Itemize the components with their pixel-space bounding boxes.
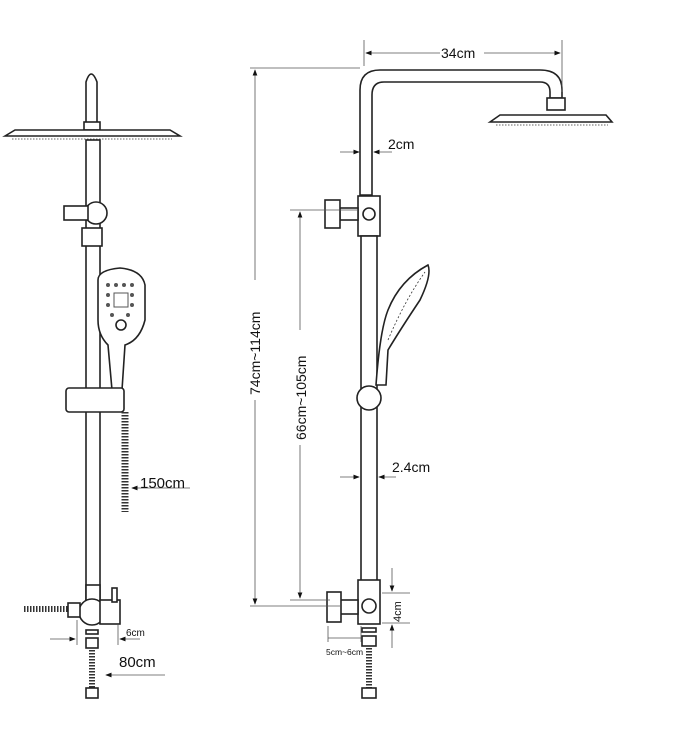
rain-shower-head bbox=[2, 129, 183, 137]
label-4cm: 4cm bbox=[392, 601, 404, 622]
slider-holder bbox=[65, 387, 125, 413]
label-74-114cm: 74cm~114cm bbox=[247, 312, 263, 395]
arm-connector bbox=[83, 121, 101, 131]
shower-arm-top bbox=[85, 73, 98, 126]
side-view-shower bbox=[324, 69, 614, 699]
bottom-valve-knob bbox=[326, 591, 342, 623]
label-150cm: 150cm bbox=[140, 475, 185, 492]
shower-arm bbox=[359, 69, 563, 196]
label-80cm: 80cm bbox=[119, 654, 156, 671]
shower-pole-side bbox=[360, 235, 378, 587]
label-66-105cm: 66cm~105cm bbox=[293, 356, 309, 440]
front-view-shower bbox=[2, 73, 183, 699]
label-6cm: 6cm bbox=[126, 628, 145, 639]
label-2.4cm: 2.4cm bbox=[392, 459, 430, 475]
label-2cm: 2cm bbox=[388, 136, 414, 152]
slider-ball bbox=[356, 385, 382, 411]
label-34cm: 34cm bbox=[441, 45, 475, 61]
rain-shower-head-side bbox=[487, 114, 614, 123]
label-5-6cm: 5cm~6cm bbox=[326, 647, 363, 657]
hand-shower-side bbox=[375, 263, 430, 386]
top-valve-knob bbox=[324, 199, 341, 229]
